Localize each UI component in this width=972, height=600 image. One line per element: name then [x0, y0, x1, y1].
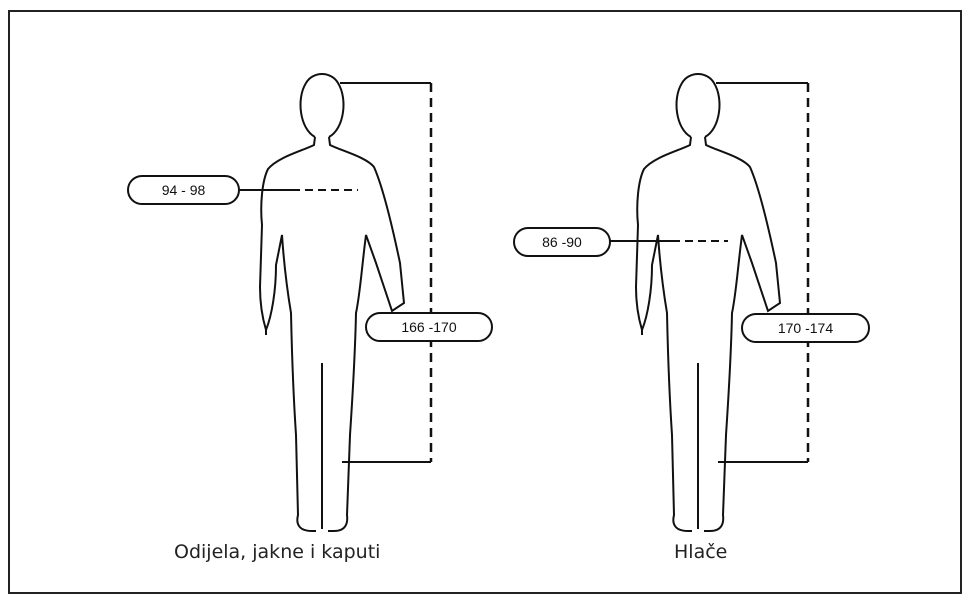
chest-size-label: 94 - 98 — [127, 175, 240, 205]
caption-trousers: Hlače — [674, 541, 727, 563]
height-size-label-1: 166 -170 — [365, 312, 493, 342]
waist-size-label: 86 -90 — [513, 227, 611, 257]
caption-suits-jackets-coats: Odijela, jakne i kaputi — [174, 541, 380, 563]
height-size-label-2: 170 -174 — [741, 313, 870, 343]
